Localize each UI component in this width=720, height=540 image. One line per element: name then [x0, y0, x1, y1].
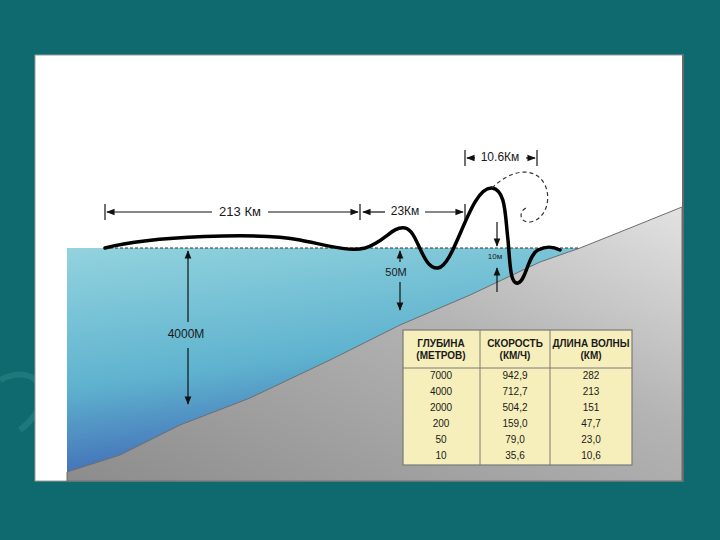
- table-cell: 23,0: [581, 434, 600, 446]
- tsunami-wave: [105, 188, 560, 283]
- table-cell: 7000: [430, 370, 452, 382]
- table-cell: 151: [583, 402, 600, 414]
- data-table: [403, 330, 632, 465]
- dimension-label: 50М: [385, 266, 406, 279]
- dimension-label: 10.6Км: [481, 151, 520, 165]
- table-header: ДЛИНА ВОЛНЫ (КМ): [552, 338, 630, 361]
- table-cell: 200: [433, 418, 450, 430]
- table-cell: 712,7: [502, 386, 527, 398]
- table-header: СКОРОСТЬ (КМ/Ч): [482, 338, 548, 361]
- dimension-label: 23Км: [391, 205, 420, 219]
- table-cell: 942,9: [502, 370, 527, 382]
- table-cell: 50: [435, 434, 446, 446]
- table-header: ГЛУБИНА (МЕТРОВ): [405, 338, 477, 361]
- table-cell: 47,7: [581, 418, 600, 430]
- table-cell: 213: [583, 386, 600, 398]
- dimension-label: 4000М: [168, 328, 205, 342]
- white-panel: [35, 55, 683, 481]
- table-cell: 2000: [430, 402, 452, 414]
- breaking-crest: [492, 172, 548, 222]
- table-cell: 10: [435, 450, 446, 462]
- dimension-label: 213 Км: [219, 205, 261, 220]
- table-cell: 4000: [430, 386, 452, 398]
- dimension-label: 10м: [488, 252, 502, 261]
- sea-floor: [67, 207, 682, 481]
- table-cell: 159,0: [502, 418, 527, 430]
- table-cell: 504,2: [502, 402, 527, 414]
- table-cell: 10,6: [581, 450, 600, 462]
- table-cell: 79,0: [505, 434, 524, 446]
- table-cell: 282: [583, 370, 600, 382]
- table-cell: 35,6: [505, 450, 524, 462]
